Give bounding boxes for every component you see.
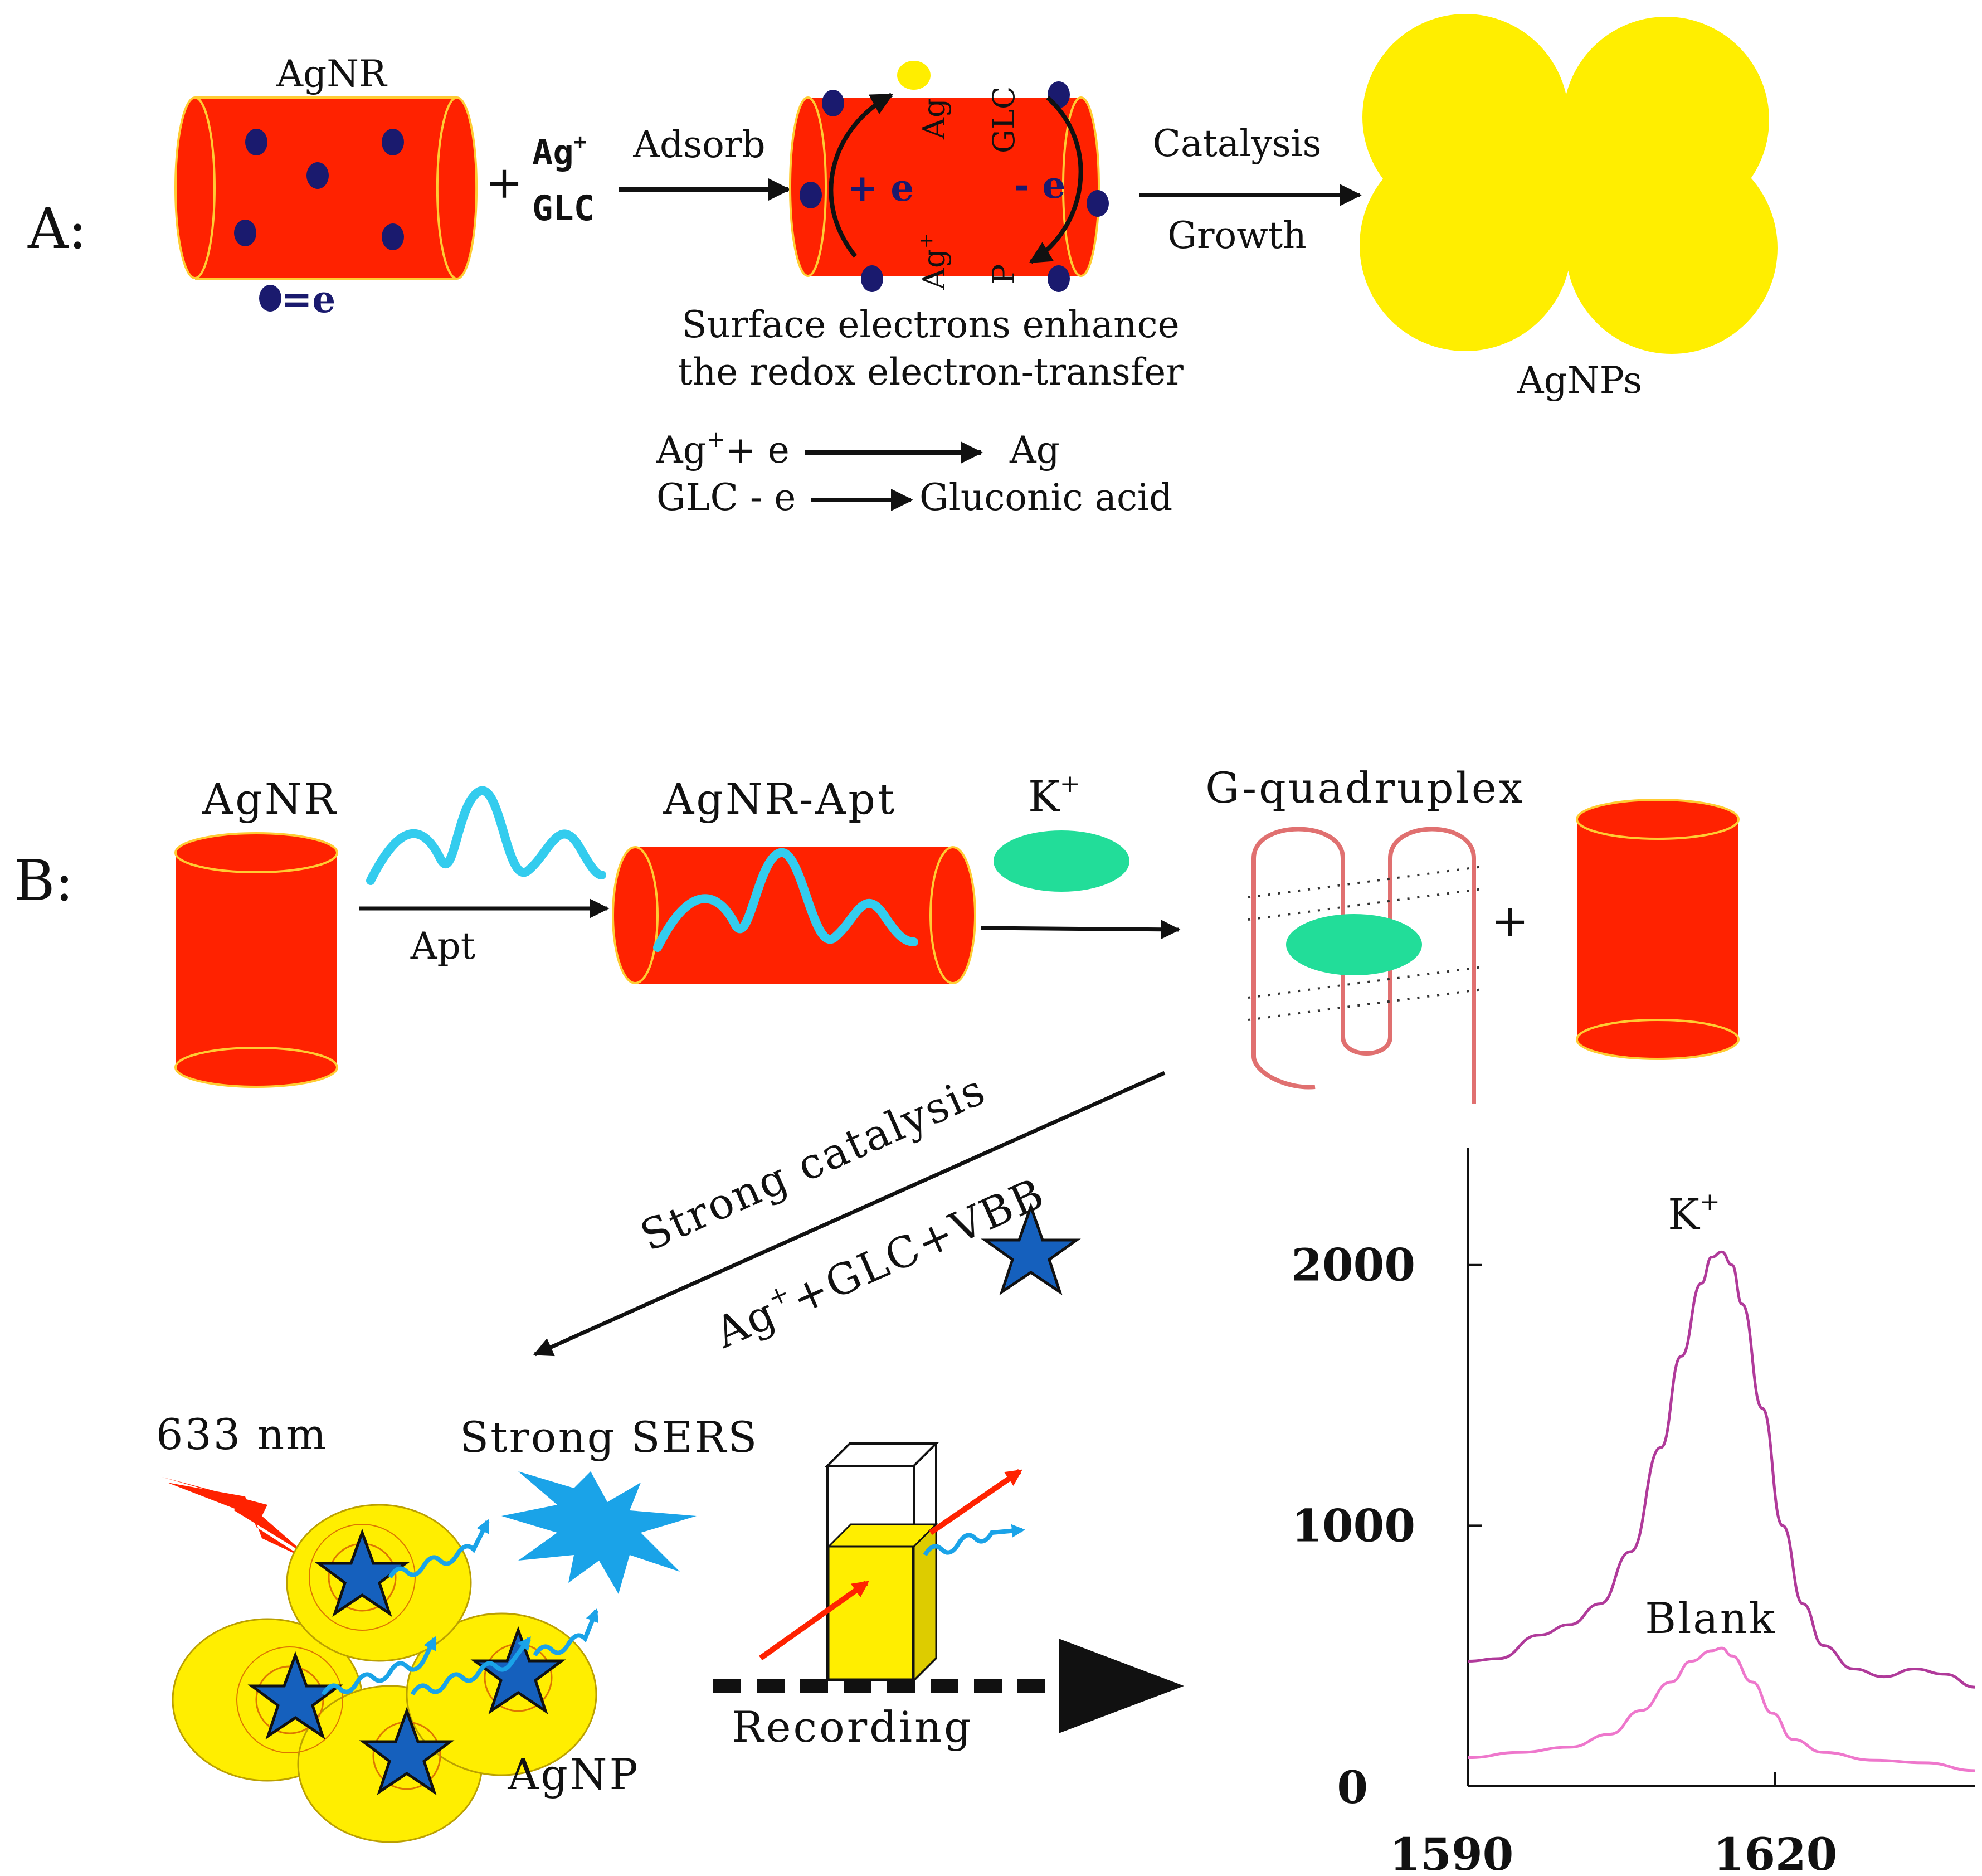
aptamer-strand	[366, 786, 606, 885]
y-tick-label: 0	[1337, 1761, 1368, 1814]
electron-legend-dot	[259, 285, 281, 312]
sers-burst-icon	[501, 1471, 697, 1594]
rod-ag-ion-label: Ag+	[915, 233, 952, 290]
electron-dot	[1048, 265, 1070, 292]
agnp-label: AgNP	[507, 1749, 640, 1799]
reduction-cycle-arrow	[829, 93, 894, 258]
agnr-label-a: AgNR	[276, 52, 388, 95]
transmitted-light-arrow	[929, 1469, 1022, 1535]
electron-dot	[382, 129, 404, 155]
ag-atom	[897, 61, 931, 90]
bound-potassium-ion	[1286, 914, 1422, 975]
agnp-cluster-b	[172, 1504, 599, 1843]
laser-bolt-tail	[167, 1483, 304, 1558]
electron-dot	[800, 182, 822, 208]
agnr-label-b: AgNR	[202, 774, 338, 824]
electron-dot	[245, 129, 267, 155]
bound-aptamer	[653, 848, 918, 952]
redox-rod: + e - e Ag GLC Ag+ P	[789, 61, 1109, 292]
agnr-apt-rod	[612, 846, 976, 984]
panel-a-label: A:	[27, 196, 87, 261]
rod-glc-label: GLC	[986, 86, 1021, 153]
catalysis-label: Catalysis	[1153, 122, 1322, 165]
vbb-star-icon	[359, 1707, 455, 1796]
adsorb-label: Adsorb	[632, 123, 765, 166]
agnr-cylinder-b	[174, 832, 338, 1088]
series-blank-line	[1468, 1646, 1976, 1772]
cuvette-sample	[827, 1545, 914, 1680]
panel-b: B: AgNR Apt AgNR-Apt K+ G-quadruplex	[14, 763, 1976, 1876]
electron-dot	[1048, 81, 1070, 108]
g-tetrad-upper	[1248, 866, 1483, 921]
recording-label: Recording	[732, 1702, 973, 1752]
electron-dot	[234, 220, 256, 246]
caption-line2: the redox electron-transfer	[678, 351, 1184, 393]
panel-a: A: AgNR =e + Ag+ GLC Adsorb	[27, 14, 1778, 519]
oxidation-cycle-arrow	[1029, 96, 1083, 264]
agnps-label: AgNPs	[1517, 359, 1642, 402]
rod-p-label: P	[986, 264, 1021, 284]
minus-e-label: - e	[1014, 163, 1065, 207]
released-agnr-cylinder	[1576, 799, 1740, 1060]
legend-blank-label: Blank	[1645, 1593, 1776, 1643]
reagent-ag: Ag+	[532, 129, 587, 173]
electron-dot	[822, 90, 844, 116]
series-k-line	[1468, 1250, 1976, 1689]
sers-spectrum-chart: 0 1000 2000 1590 1620 K+ Blank	[1291, 1148, 1976, 1876]
scattered-light-wave	[533, 1608, 599, 1657]
panel-b-label: B:	[14, 848, 74, 913]
rod-ag-label: Ag	[917, 98, 952, 140]
vbb-star-icon	[314, 1528, 410, 1617]
equation2-right: Gluconic acid	[919, 476, 1172, 519]
scattered-light-wave	[388, 1519, 490, 1579]
incident-light-arrow	[759, 1580, 869, 1661]
scattered-light-wave	[321, 1636, 437, 1696]
legend-k-label: K+	[1668, 1188, 1720, 1239]
y-tick-label: 2000	[1291, 1239, 1415, 1291]
equation2-left: GLC - e	[656, 476, 796, 519]
electron-dot	[306, 162, 329, 189]
cuvette	[759, 1442, 1025, 1683]
vbb-star-icon	[470, 1626, 566, 1715]
plus-b: +	[1491, 895, 1528, 947]
sers-label: Strong SERS	[460, 1412, 758, 1462]
recording-arrow	[713, 1639, 1184, 1733]
x-tick-label: 1590	[1390, 1828, 1514, 1876]
reagent-glc: GLC	[532, 188, 595, 229]
g-quadruplex-structure	[1248, 827, 1483, 1104]
agnr-rod-a	[174, 96, 478, 280]
apt-label: Apt	[410, 925, 475, 968]
k-ion-label: K+	[1028, 770, 1080, 821]
agnps-cluster	[1360, 14, 1778, 354]
plus-a: +	[485, 157, 523, 208]
binding-arrow	[980, 920, 1181, 940]
electron-dot	[1087, 190, 1109, 217]
strong-catalysis-arrow	[533, 1071, 1166, 1357]
laser-label: 633 nm	[156, 1410, 328, 1459]
equation1-right: Ag	[1009, 429, 1060, 472]
electron-dot	[382, 223, 404, 250]
agnr-apt-label: AgNR-Apt	[663, 774, 897, 824]
y-tick-label: 1000	[1291, 1499, 1415, 1552]
x-tick-label: 1620	[1713, 1828, 1838, 1876]
plus-e-label: + e	[847, 166, 914, 210]
scattered-light-wave	[410, 1636, 532, 1696]
electron-legend-label: =e	[281, 278, 335, 321]
sers-signal-wave	[923, 1524, 1025, 1557]
electron-dot	[861, 265, 883, 292]
potassium-ion	[994, 830, 1129, 892]
vbb-star-icon	[981, 1202, 1081, 1296]
equation1-left: Ag++ e	[656, 427, 790, 472]
g-quadruplex-label: G-quadruplex	[1205, 763, 1525, 813]
growth-label: Growth	[1167, 214, 1307, 257]
caption-line1: Surface electrons enhance	[681, 303, 1179, 346]
